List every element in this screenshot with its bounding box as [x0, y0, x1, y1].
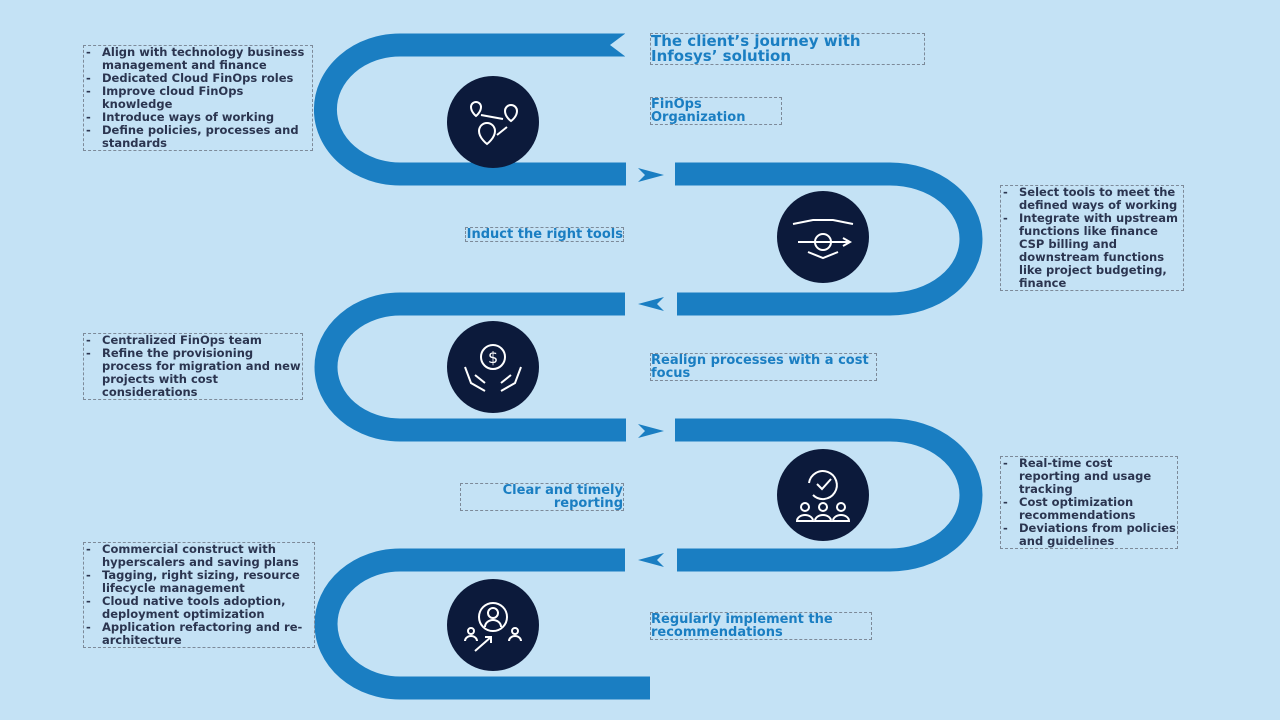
- arrow-left-4: [638, 553, 664, 567]
- stage-2-circle: [777, 191, 869, 283]
- stage-4-bullets: Real-time cost reporting and usage track…: [1000, 456, 1178, 549]
- arrow-right-1: [638, 168, 664, 182]
- stage-5-circle: [447, 579, 539, 671]
- page-title: The client’s journey with Infosys’ solut…: [650, 33, 925, 65]
- stage-3-circle: $: [447, 321, 539, 413]
- bullet: Improve cloud FinOps knowledge: [86, 85, 312, 111]
- arrow-right-3: [638, 424, 664, 438]
- path-segment-3: [314, 292, 626, 442]
- bullet: Cloud native tools adoption, deployment …: [86, 595, 314, 621]
- bullet: Select tools to meet the defined ways of…: [1003, 186, 1183, 212]
- stage-1-title: FinOps Organization: [650, 97, 782, 125]
- stage-4-circle: [777, 449, 869, 541]
- location-pins-icon: [469, 101, 519, 146]
- bullet: Introduce ways of working: [86, 111, 312, 125]
- stage-3-bullets: Centralized FinOps team Refine the provi…: [83, 333, 303, 400]
- dollar-hands-icon: $: [464, 344, 522, 392]
- bullet: Refine the provisioning process for migr…: [86, 347, 302, 399]
- bullet: Align with technology business managemen…: [86, 46, 312, 72]
- path-segment-5: [314, 548, 650, 700]
- gear-handshake-icon: [792, 219, 854, 260]
- arrow-left-2: [638, 297, 664, 311]
- path-segment-4: [675, 418, 983, 572]
- stage-2-title: Induct the right tools: [465, 227, 624, 242]
- stage-3-title: Realign processes with a cost focus: [650, 353, 877, 381]
- stage-2-bullets: Select tools to meet the defined ways of…: [1000, 185, 1184, 291]
- people-growth-icon: [464, 602, 522, 652]
- stage-1-circle: [447, 76, 539, 168]
- bullet: CSP billing and downstream functions lik…: [1019, 237, 1167, 290]
- bullet: Dedicated Cloud FinOps roles: [86, 72, 312, 86]
- path-segment-2: [675, 162, 983, 316]
- bullet: Tagging, right sizing, resource lifecycl…: [86, 569, 314, 595]
- bullet: Centralized FinOps team: [86, 334, 302, 348]
- bullet: Application refactoring and re-architect…: [86, 621, 314, 647]
- refresh-check-people-icon: [795, 470, 851, 522]
- bullet: Define policies, processes and standards: [86, 124, 312, 150]
- bullet: Cost optimization recommendations: [1003, 496, 1177, 522]
- bullet: Deviations from policies and guidelines: [1003, 522, 1177, 548]
- stage-4-title: Clear and timely reporting: [460, 483, 624, 511]
- flag-notch: [610, 33, 626, 57]
- bullet: Commercial construct with hyperscalers a…: [86, 543, 314, 569]
- stage-1-bullets: Align with technology business managemen…: [83, 45, 313, 151]
- bullet: Real-time cost reporting and usage track…: [1003, 457, 1177, 496]
- svg-text:$: $: [488, 348, 498, 367]
- path-segment-1: [314, 33, 626, 186]
- stage-5-title: Regularly implement the recommendations: [650, 612, 872, 640]
- stage-5-bullets: Commercial construct with hyperscalers a…: [83, 542, 315, 648]
- bullet: Integrate with upstream functions like f…: [1003, 212, 1183, 238]
